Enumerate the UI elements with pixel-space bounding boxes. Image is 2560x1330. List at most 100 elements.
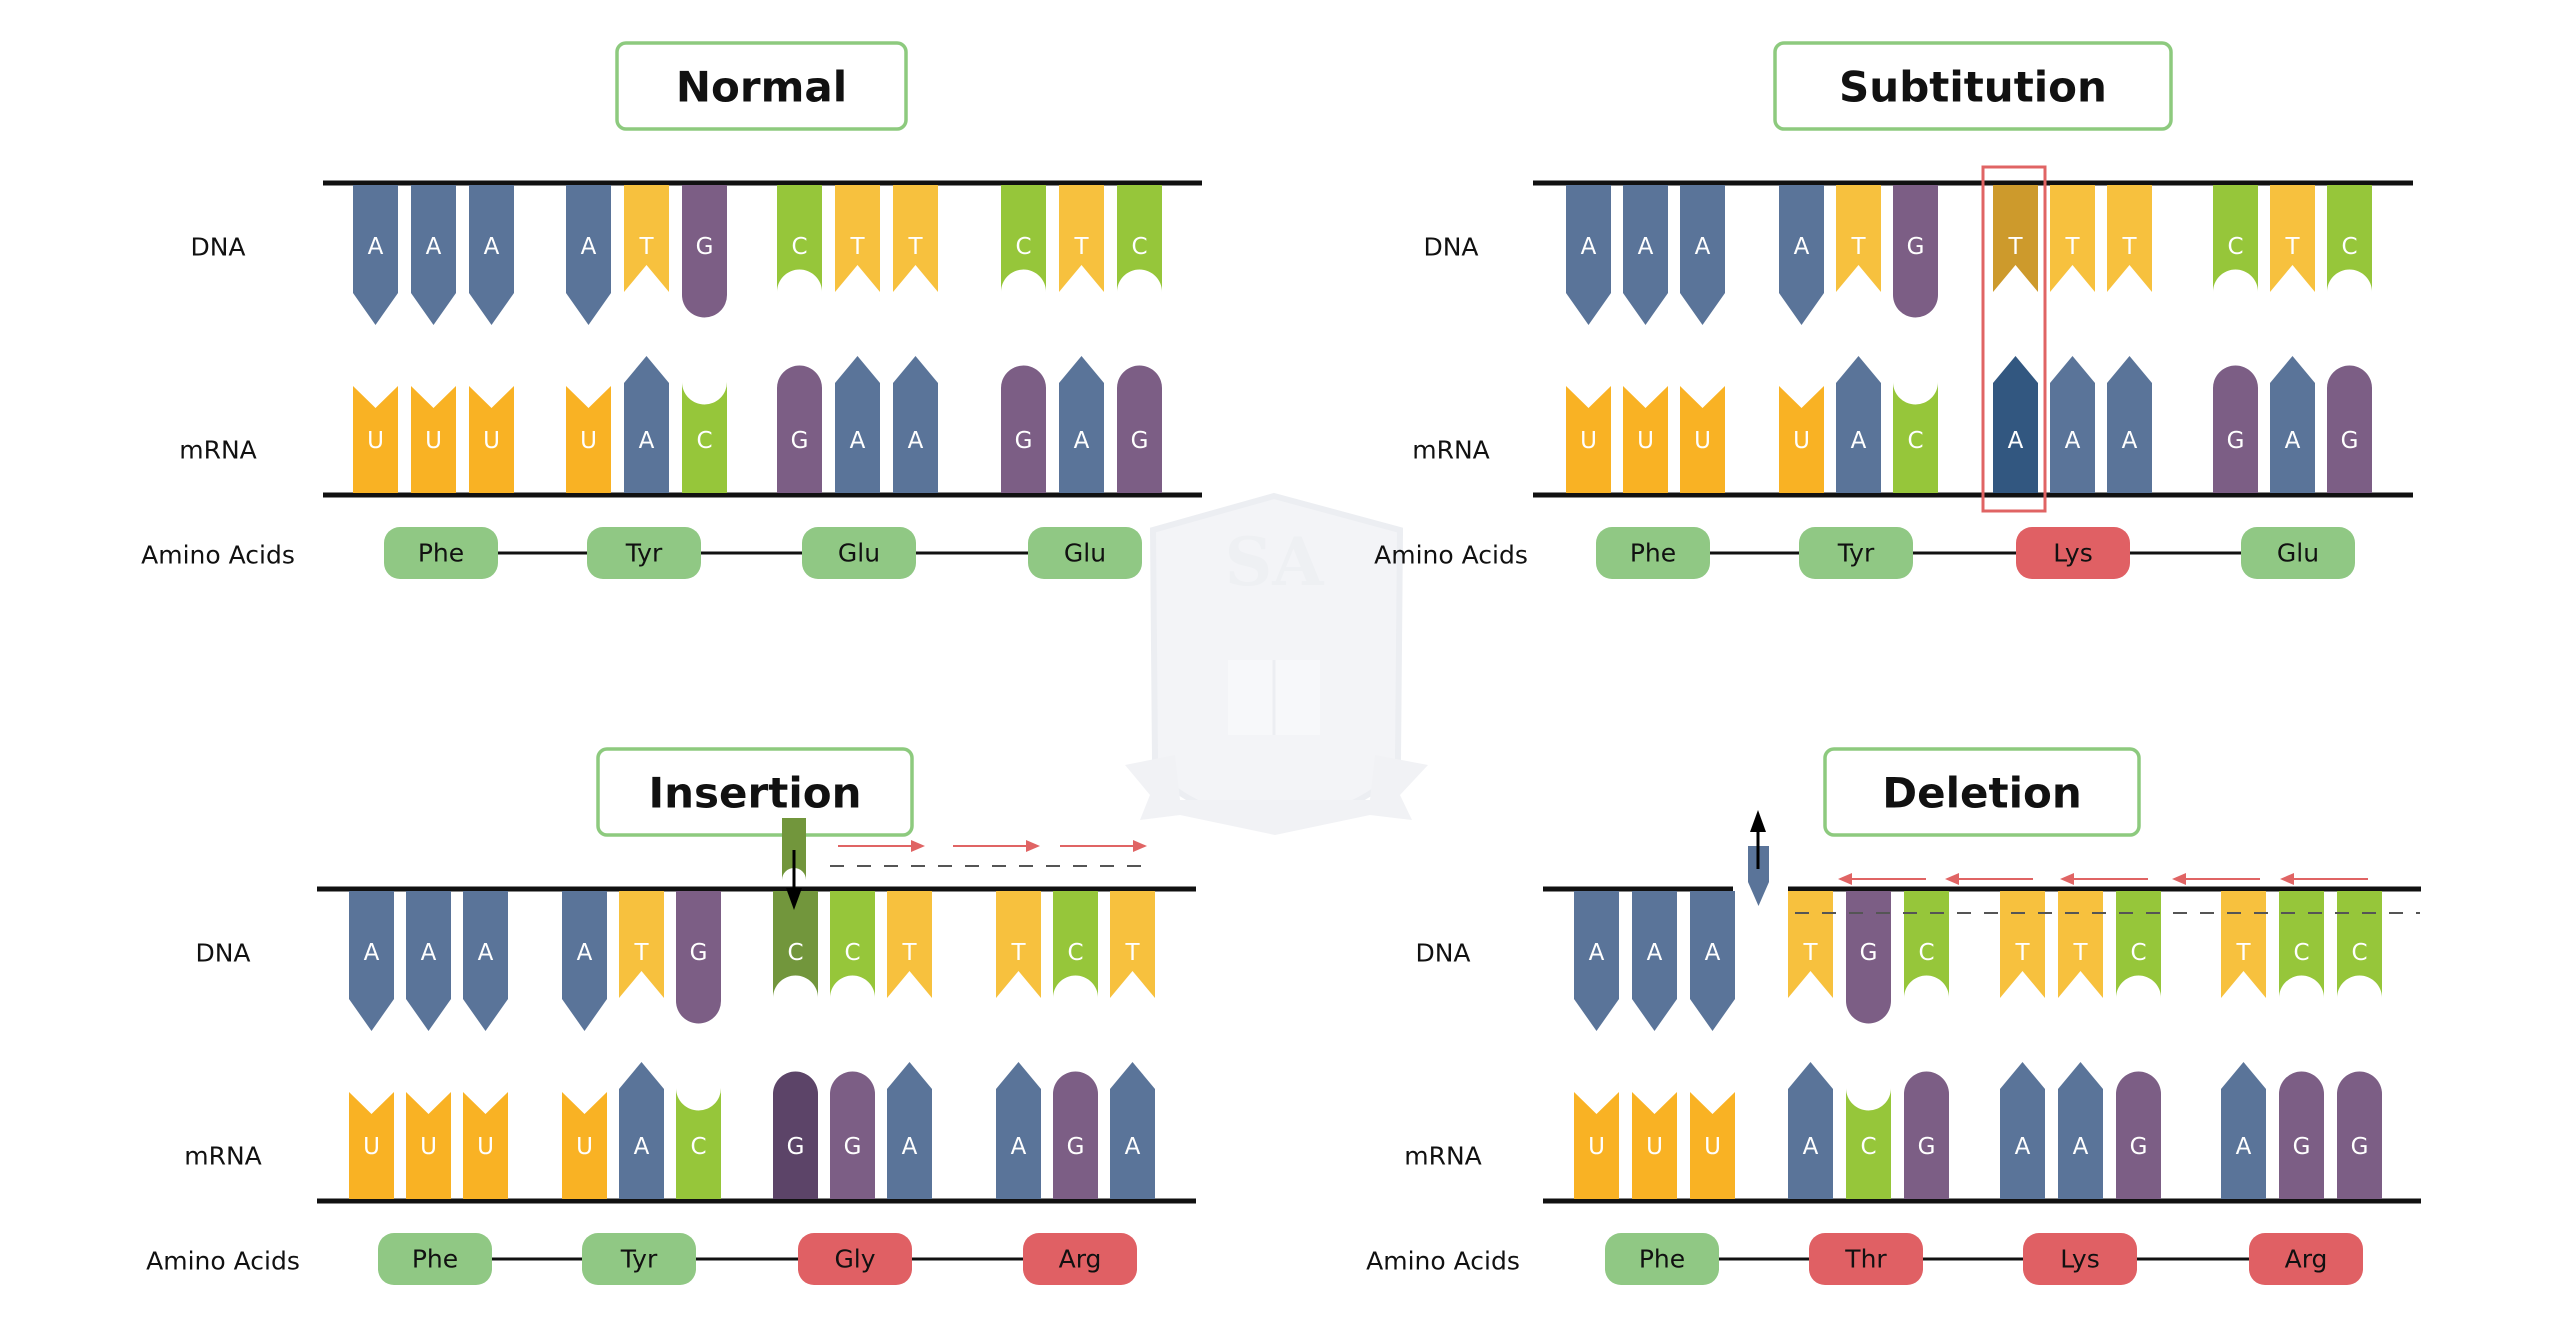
dna-base-A: A (1680, 185, 1725, 325)
dna-base-A: A (1690, 891, 1735, 1031)
mrna-base-shape (1623, 386, 1668, 493)
mrna-base-shape (682, 382, 727, 493)
dna-base-letter: A (1647, 940, 1663, 966)
dna-base-letter: G (1860, 940, 1878, 966)
amino-acid-pill-bg (2241, 527, 2355, 579)
dna-base-letter: C (2351, 940, 2367, 966)
dna-base-A: A (566, 185, 611, 325)
amino-acid-name: Phe (418, 539, 464, 568)
mrna-base-G: G (830, 1071, 875, 1199)
amino-acid-name: Tyr (625, 539, 663, 568)
mrna-base-letter: G (2351, 1134, 2369, 1160)
dna-base-letter: A (1638, 234, 1654, 260)
dna-base-shape (2116, 891, 2161, 998)
mrna-label: mRNA (1404, 1142, 1482, 1171)
dna-base-T: T (893, 185, 938, 292)
amino-acid-pill-bg (1799, 527, 1913, 579)
mrna-base-shape (1680, 386, 1725, 493)
title-border (1773, 41, 2173, 131)
mrna-base-letter: A (1074, 428, 1090, 454)
mrna-base-letter: A (2065, 428, 2081, 454)
amino-acid-pill: Tyr (1799, 527, 1913, 579)
amino-acid-name: Lys (2060, 1245, 2099, 1274)
amino-acid-name: Lys (2053, 539, 2092, 568)
amino-acid-pill: Phe (1605, 1233, 1719, 1285)
mrna-base-shape (2116, 1071, 2161, 1199)
dna-base-letter: A (364, 940, 380, 966)
amino-acid-name: Arg (1059, 1245, 1102, 1274)
dna-base-shape (469, 185, 514, 325)
mrna-base-G: G (2279, 1071, 2324, 1199)
dna-base-A: A (1574, 891, 1619, 1031)
mrna-base-letter: G (1918, 1134, 1936, 1160)
dna-base-G: G (676, 891, 721, 1024)
dna-base-letter: C (844, 940, 860, 966)
mrna-base-U: U (353, 386, 398, 493)
dna-base-shape (2000, 891, 2045, 998)
watermark-text: SA (1225, 523, 1325, 601)
mrna-base-U: U (469, 386, 514, 493)
dna-base-letter: C (1918, 940, 1934, 966)
mrna-base-letter: U (1694, 428, 1711, 454)
dna-base-C: C (1904, 891, 1949, 998)
dna-base-shape (996, 891, 1041, 998)
mrna-base-letter: U (1704, 1134, 1721, 1160)
dna-base-shape (2221, 891, 2266, 998)
mrna-base-A: A (2107, 356, 2152, 493)
dna-base-shape (1574, 891, 1619, 1031)
dna-base-shape (406, 891, 451, 1031)
dna-base-C: C (2337, 891, 2382, 998)
dna-base-letter: A (368, 234, 384, 260)
dna-base-letter: T (1124, 940, 1140, 966)
mrna-base-letter: G (1131, 428, 1149, 454)
mrna-base-U: U (411, 386, 456, 493)
dna-base-letter: T (633, 940, 649, 966)
mrna-base-letter: A (2073, 1134, 2089, 1160)
mrna-base-shape (1993, 356, 2038, 493)
mrna-base-A: A (1059, 356, 1104, 493)
mrna-base-shape (406, 1092, 451, 1199)
mrna-base-shape (2279, 1071, 2324, 1199)
amino-acid-pill-bg (378, 1233, 492, 1285)
mrna-base-G: G (773, 1071, 818, 1199)
deleted-base-fragment (1748, 846, 1769, 906)
dna-base-T: T (996, 891, 1041, 998)
mrna-base-letter: A (902, 1134, 918, 1160)
mrna-base-letter: U (367, 428, 384, 454)
dna-base-shape (2337, 891, 2382, 998)
dna-base-G: G (682, 185, 727, 318)
dna-base-C: C (2279, 891, 2324, 998)
mrna-base-shape (619, 1062, 664, 1199)
dna-base-shape (1110, 891, 1155, 998)
title-border (596, 747, 914, 837)
mrna-base-shape (2050, 356, 2095, 493)
mrna-base-shape (1566, 386, 1611, 493)
dna-base-shape (835, 185, 880, 292)
title-border (1823, 747, 2141, 837)
dna-base-letter: G (696, 234, 714, 260)
amino-acid-pill-bg (1028, 527, 1142, 579)
dna-base-A: A (406, 891, 451, 1031)
mrna-base-letter: A (639, 428, 655, 454)
amino-acid-pill: Arg (1023, 1233, 1137, 1285)
mrna-base-U: U (1574, 1092, 1619, 1199)
frame-shift-arrow-left-icon (1945, 873, 2033, 885)
amino-acid-pill-bg (2016, 527, 2130, 579)
mrna-base-G: G (1001, 365, 1046, 493)
mrna-base-U: U (1623, 386, 1668, 493)
inserted-base-fragment (782, 818, 806, 880)
dna-base-letter: A (581, 234, 597, 260)
dna-base-A: A (411, 185, 456, 325)
amino-acid-pill-bg (582, 1233, 696, 1285)
mrna-base-letter: G (844, 1134, 862, 1160)
mrna-base-letter: U (363, 1134, 380, 1160)
mrna-base-A: A (2058, 1062, 2103, 1199)
dna-base-shape (1788, 891, 1833, 998)
mrna-base-G: G (2327, 365, 2372, 493)
amino-acid-name: Phe (1639, 1245, 1685, 1274)
dna-base-letter: A (426, 234, 442, 260)
inserted-base-shape (782, 818, 806, 880)
dna-base-letter: C (2130, 940, 2146, 966)
